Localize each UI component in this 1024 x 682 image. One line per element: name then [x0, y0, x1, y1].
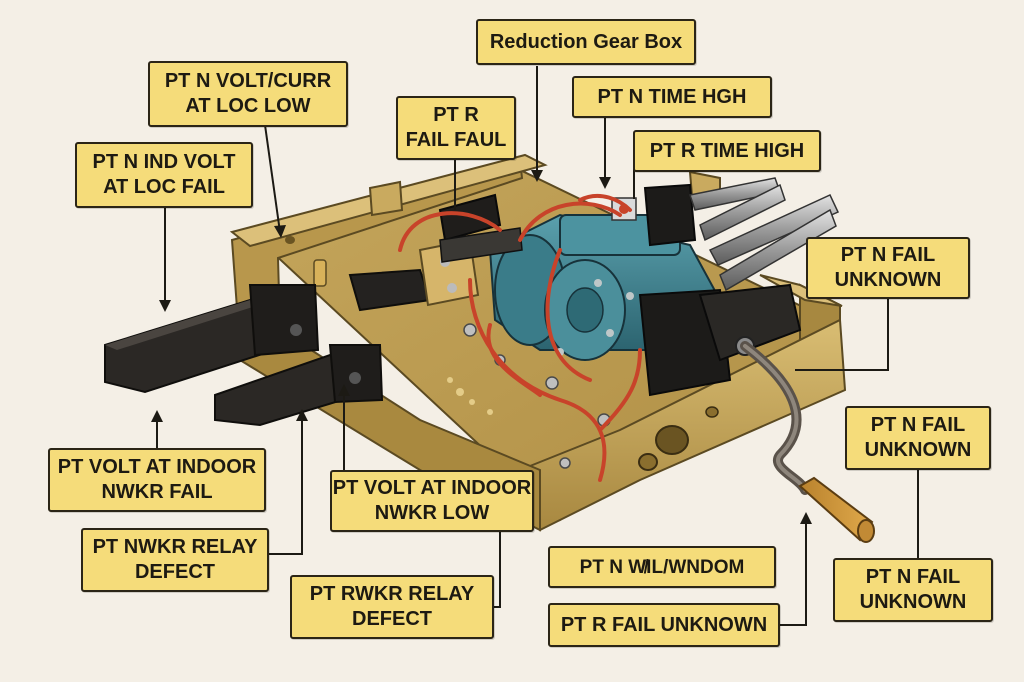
- label-pt-n-volt-curr-at-loc-low: PT N VOLT/CURR AT LOC LOW: [148, 61, 348, 127]
- label-pt-n-fail-unknown-right-bottom: PT N FAIL UNKNOWN: [833, 558, 993, 622]
- label-pt-volt-at-indoor-nwkr-low: PT VOLT AT INDOOR NWKR LOW: [330, 470, 534, 532]
- label-pt-rwkr-relay-defect: PT RWKR RELAY DEFECT: [290, 575, 494, 639]
- label-pt-n-time-hgh: PT N TIME HGH: [572, 76, 772, 118]
- label-pt-n-wil-wndom: PT N W̸IL/WNDOM: [548, 546, 776, 588]
- label-reduction-gear-box: Reduction Gear Box: [476, 19, 696, 65]
- wiring: [398, 193, 642, 482]
- motor-gear-box: [418, 183, 802, 397]
- throw-rods: [104, 268, 432, 427]
- label-pt-r-fail-faul: PT R FAIL FAUL: [396, 96, 516, 160]
- hand-crank: [735, 336, 875, 543]
- label-pt-r-fail-unknown: PT R FAIL UNKNOWN: [548, 603, 780, 647]
- label-pt-r-time-high: PT R TIME HIGH: [633, 130, 821, 172]
- label-pt-nwkr-relay-defect: PT NWKR RELAY DEFECT: [81, 528, 269, 592]
- label-pt-n-fail-unknown-right-top: PT N FAIL UNKNOWN: [806, 237, 970, 299]
- leader-arrowheads: [151, 170, 812, 524]
- label-pt-n-ind-volt-at-loc-fail: PT N IND VOLT AT LOC FAIL: [75, 142, 253, 208]
- label-pt-volt-at-indoor-nwkr-fail: PT VOLT AT INDOOR NWKR FAIL: [48, 448, 266, 512]
- label-pt-n-fail-unknown-right-middle: PT N FAIL UNKNOWN: [845, 406, 991, 470]
- detection-rods: [689, 177, 840, 292]
- leader-lines: [156, 66, 919, 626]
